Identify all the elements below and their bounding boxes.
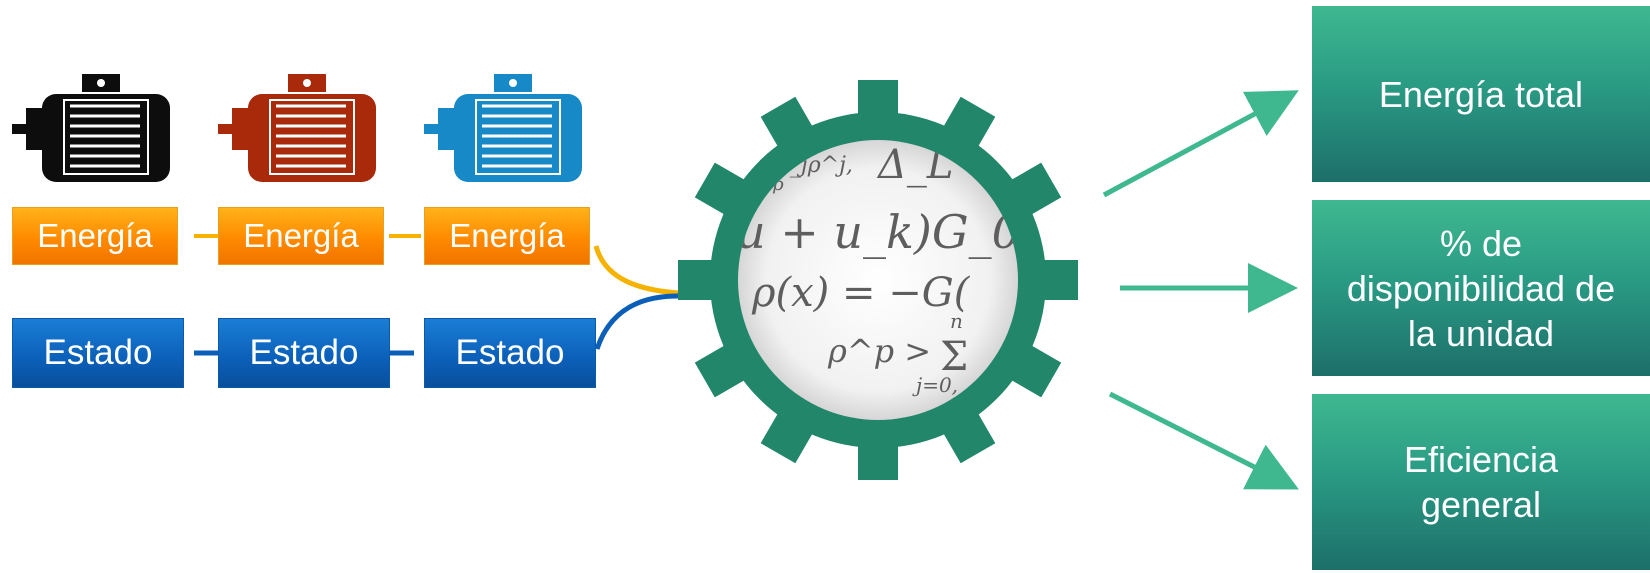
formula-6: Σ [940,334,968,380]
output-energy-total-label: Energía total [1378,73,1584,115]
state-box-1: Estado [12,318,184,388]
formula-3: u + u_k)G_0( [736,205,1040,259]
formula-5: ρ^p > [827,332,931,370]
motor-red-icon [218,74,376,182]
energy-box-1: Energía [12,207,178,265]
state-to-processor-curve [594,293,679,350]
energy-to-processor-curve [593,245,679,296]
motor-black-icon [12,74,170,182]
formula-4: ρ(x) = −G( [751,270,971,316]
output-efficiency: Eficiencia general [1312,394,1650,570]
arrow-to-efficiency [1108,391,1299,490]
gear-formula-icon: A_jρ^j, Δ_L j ≠ p u + u_k)G_0( ρ(x) = −G… [678,80,1078,480]
formula-8: n [950,309,963,333]
energy-box-3: Energía [424,207,590,265]
output-availability-label: % de disponibilidad de la unidad [1346,222,1616,354]
output-efficiency-label: Eficiencia general [1403,439,1559,525]
energy-box-2: Energía [218,207,384,265]
state-box-3: Estado [424,318,596,388]
output-availability: % de disponibilidad de la unidad [1312,200,1650,376]
formula-7: j=0, [912,373,958,397]
motor-blue-icon [424,74,582,182]
state-box-2: Estado [218,318,390,388]
output-energy-total: Energía total [1312,6,1650,182]
arrow-to-energy-total [1102,90,1299,198]
